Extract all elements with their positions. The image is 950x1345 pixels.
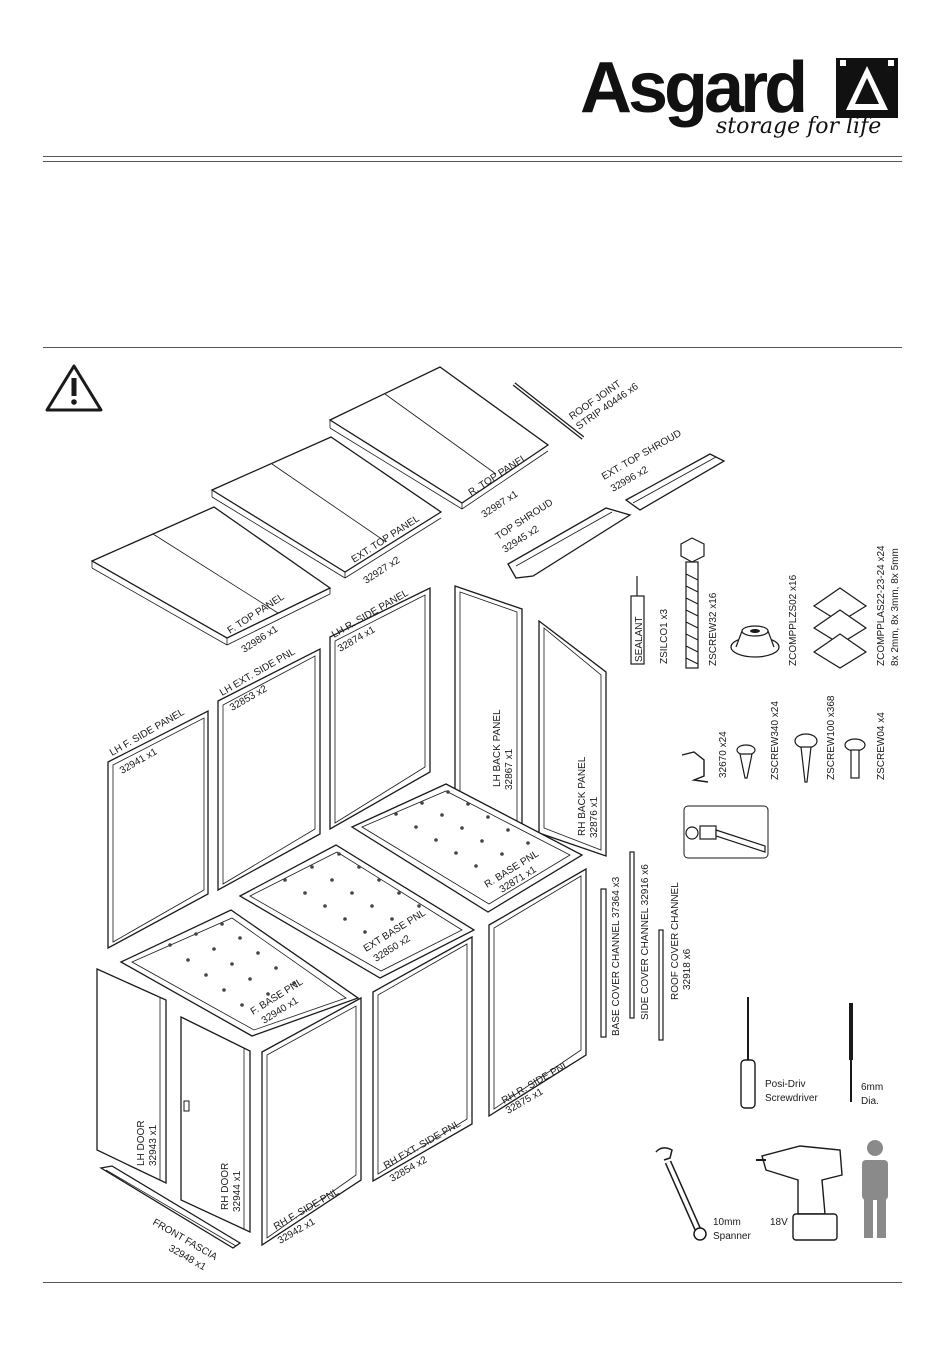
ext-top-panel (210, 436, 443, 579)
brand-tagline: storage for life (716, 114, 882, 139)
base-cover-channel (600, 888, 607, 1038)
brand-logo: Asgard storage for life ® (580, 48, 910, 148)
side-cover-channel (629, 851, 635, 1019)
zcomppla-sizes: 8x 2mm, 8x 3mm, 8x 5mm (890, 548, 901, 666)
screwdriver-label-1: Posi-Driv (765, 1079, 806, 1090)
rh-back-panel (538, 619, 607, 857)
castle-logo-icon: ® (836, 58, 898, 118)
cover-channels (600, 851, 664, 1041)
rh-ext-side-panel (372, 935, 473, 1183)
ext-top-panel-code: 32927 x2 (362, 555, 403, 587)
zscrew100-label: ZSCREW100 x368 (826, 695, 837, 780)
rh-f-side-panel (261, 996, 362, 1247)
lh-f-side-panel (107, 709, 209, 950)
rh-door-code: 32944 x1 (232, 1170, 243, 1212)
screw-04-icon (844, 738, 866, 779)
zcompplzs02-label: ZCOMPPLZS02 x16 (788, 574, 799, 666)
r-top-panel (328, 366, 550, 510)
lh-door-code: 32943 x1 (148, 1124, 159, 1166)
lh-back-code: 32867 x1 (504, 748, 515, 790)
screw-340-icon (736, 744, 756, 779)
sealant-label: SEALANT (634, 616, 645, 662)
lh-back-panel (454, 585, 523, 830)
header-rule-2 (43, 161, 902, 162)
rh-door (180, 1015, 251, 1234)
spanner-label-2: Spanner (713, 1231, 751, 1242)
rh-back-label: RH BACK PANEL (577, 756, 588, 836)
warning-triangle-icon (45, 364, 103, 412)
sealant-tube-icon (630, 576, 645, 665)
lh-r-side-panel (329, 586, 431, 831)
drill-label: 18V (770, 1217, 788, 1228)
bolt-icon (680, 537, 705, 669)
rh-door-label: RH DOOR (220, 1163, 231, 1210)
brand-name: Asgard (580, 48, 808, 128)
ext-top-shroud (624, 453, 726, 511)
drill-bit-label-2: Dia. (861, 1096, 879, 1107)
roof-cover-channel (658, 929, 664, 1041)
rh-back-code: 32876 x1 (589, 796, 600, 838)
clip-label: 32670 x24 (718, 731, 729, 778)
header-rule-1 (43, 156, 902, 157)
spanner-icon (655, 1147, 707, 1241)
zscrew32-label: ZSCREW32 x16 (708, 592, 719, 666)
rh-r-side-panel (488, 867, 587, 1118)
clip-icon (681, 751, 709, 783)
footer-rule (43, 1282, 902, 1283)
spanner-label-1: 10mm (713, 1217, 741, 1228)
person-scale-icon (862, 1140, 888, 1238)
section-rule (43, 347, 902, 348)
lh-back-label: LH BACK PANEL (492, 709, 503, 787)
drill-bit-label-1: 6mm (861, 1082, 883, 1093)
side-cover-channel-label: SIDE COVER CHANNEL 32916 x6 (640, 864, 651, 1020)
washer-icon (730, 625, 780, 658)
base-cover-channel-label: BASE COVER CHANNEL 37364 x3 (611, 876, 622, 1036)
front-fascia (99, 1165, 242, 1249)
screw-100-icon (794, 733, 818, 783)
cordless-drill-icon (756, 1145, 843, 1241)
zscrew340-label: ZSCREW340 x24 (770, 701, 781, 780)
zcomppla-label: ZCOMPPLAS22-23-24 x24 (876, 545, 887, 666)
lh-door-label: LH DOOR (136, 1120, 147, 1166)
zscrew04-label: ZSCREW04 x4 (876, 712, 887, 780)
zsilco-label: ZSILCO1 x3 (659, 609, 670, 664)
spacer-pads-icon (812, 587, 868, 669)
roof-cover-channel-code: 32918 x6 (682, 948, 693, 990)
key-icon (683, 805, 769, 859)
lh-ext-side-panel (217, 647, 321, 892)
roof-cover-channel-label: ROOF COVER CHANNEL (670, 882, 681, 1000)
registered-mark: ® (885, 65, 893, 76)
f-top-panel (90, 506, 332, 646)
screwdriver-label-2: Screwdriver (765, 1093, 818, 1104)
lh-door (96, 967, 167, 1185)
top-shroud (507, 507, 632, 579)
screwdriver-icon (740, 997, 756, 1109)
roof-joint-strip (512, 382, 585, 440)
ext-base-panel (238, 844, 476, 979)
r-base-panel (350, 783, 584, 913)
roof-joint-label: ROOF JOINT STRIP 40446 x6 (567, 379, 641, 433)
f-base-panel (119, 909, 360, 1037)
